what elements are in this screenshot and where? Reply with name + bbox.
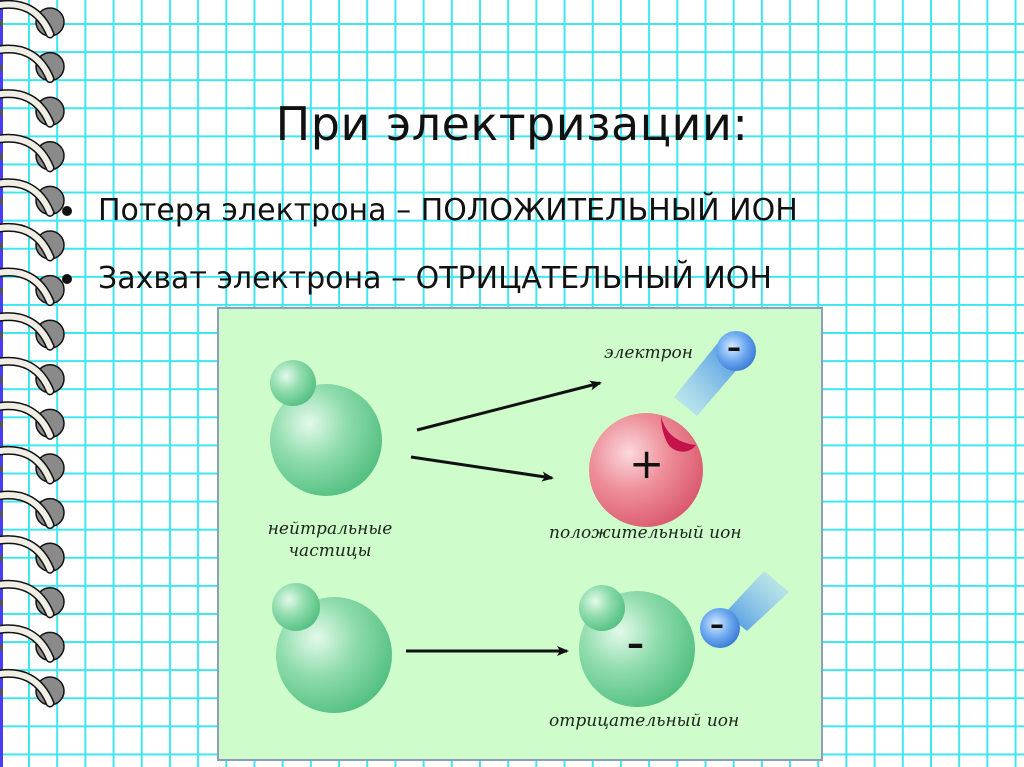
ionization-diagram-graphics	[270, 331, 789, 713]
label-electron: электрон	[604, 343, 693, 363]
arrow-icon	[410, 455, 554, 482]
ion-minus-sign-icon: –	[627, 624, 644, 664]
positive-ion	[589, 413, 703, 527]
bullet-dot-icon	[62, 206, 72, 216]
label-negative-ion: отрицательный ион	[549, 711, 740, 731]
label-neutral-particles-line2: частицы	[288, 541, 372, 561]
notebook-margin-line	[0, 0, 3, 767]
plus-sign-icon: +	[629, 439, 665, 488]
free-electron	[674, 331, 756, 416]
bullet-text: Потеря электрона – ПОЛОЖИТЕЛЬНЫЙ ИОН	[98, 193, 798, 228]
bullet-text: Захват электрона – ОТРИЦАТЕЛЬНЫЙ ИОН	[98, 261, 772, 296]
bullet-item-electron-capture: Захват электрона – ОТРИЦАТЕЛЬНЫЙ ИОН	[58, 258, 798, 326]
arrow-icon	[416, 380, 602, 432]
neutral-particle-bottom	[272, 583, 392, 713]
label-positive-ion: положительный ион	[549, 523, 742, 543]
captured-electron-minus-sign-icon: –	[710, 608, 724, 641]
bullet-dot-icon	[62, 274, 72, 284]
label-neutral-particles-line1: нейтральные	[267, 519, 393, 539]
neutral-particle-top	[270, 360, 382, 496]
ionization-diagram: электрон нейтральные частицы положительн…	[217, 307, 823, 761]
bullet-item-electron-loss: Потеря электрона – ПОЛОЖИТЕЛЬНЫЙ ИОН	[58, 190, 798, 258]
electron-minus-sign-icon: –	[727, 331, 741, 364]
bullet-list: Потеря электрона – ПОЛОЖИТЕЛЬНЫЙ ИОН Зах…	[58, 190, 798, 326]
negative-ion	[579, 571, 789, 707]
slide-title: При электризации:	[275, 96, 749, 151]
